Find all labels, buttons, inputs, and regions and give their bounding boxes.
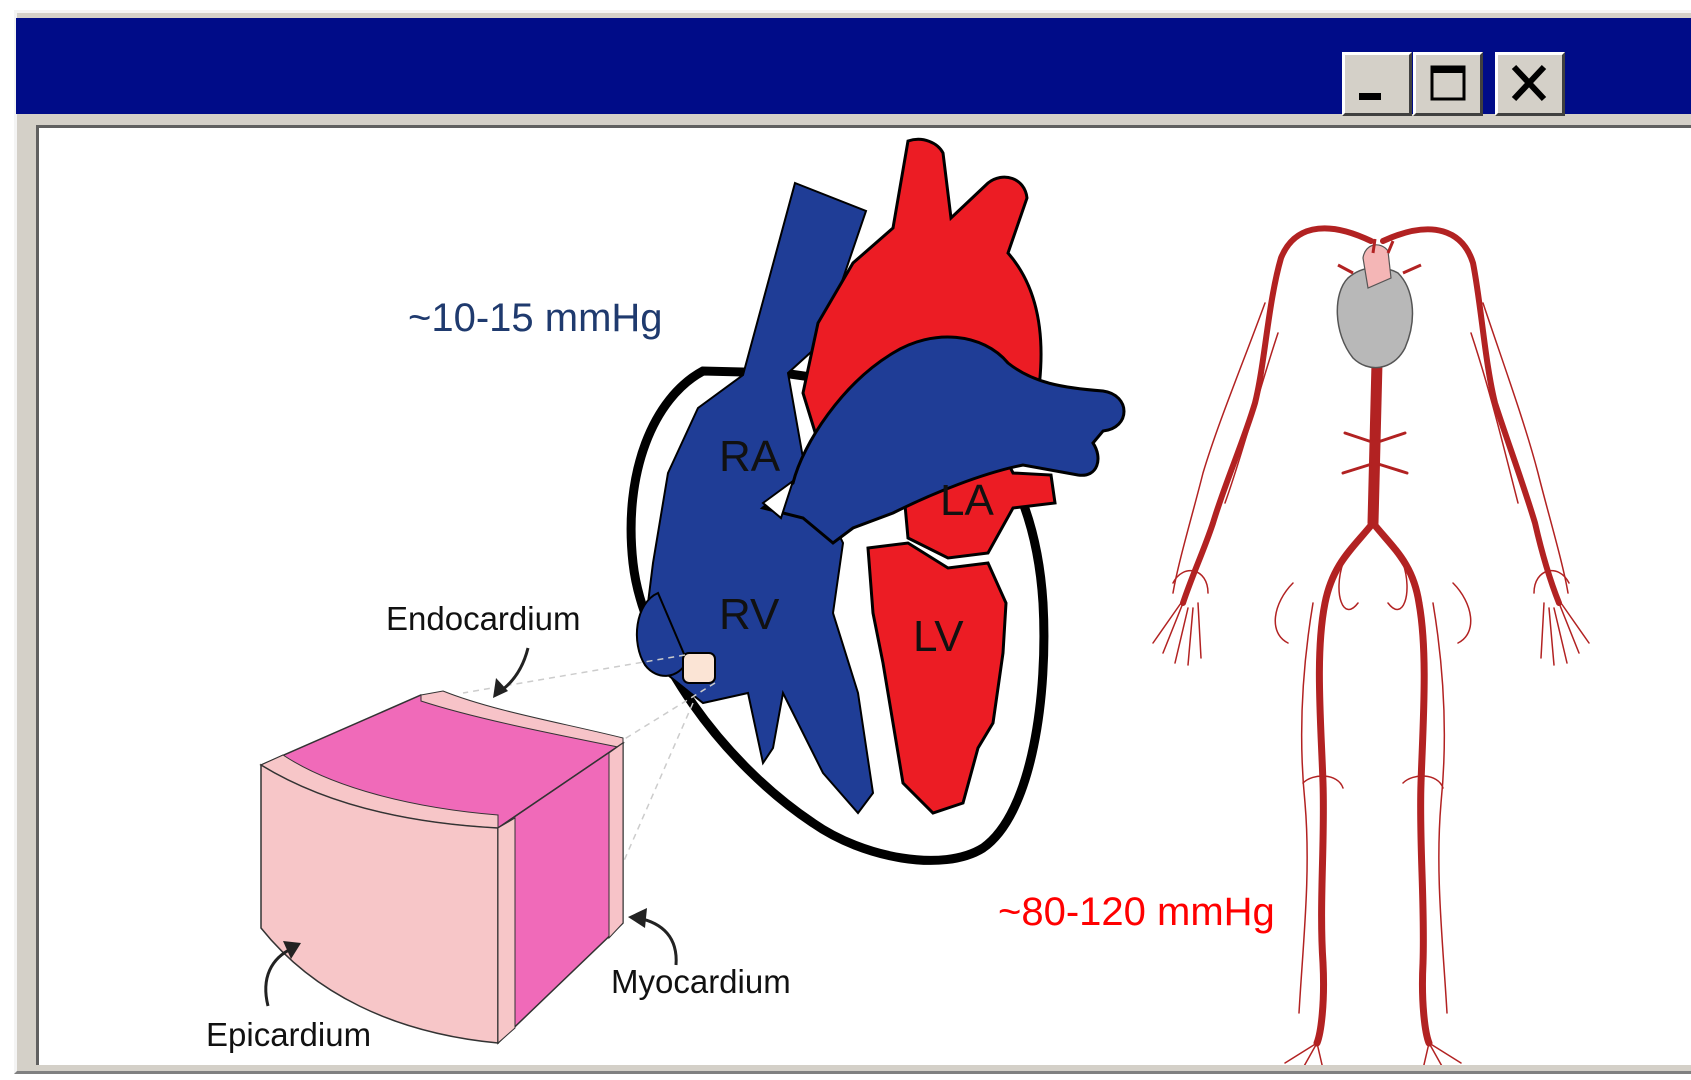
label-la: LA: [940, 476, 994, 525]
vessel-right-hand: [1153, 571, 1208, 665]
vessel-right-leg: [1317, 523, 1373, 1043]
vessel-feet: [1285, 1043, 1461, 1065]
label-lv: LV: [913, 612, 964, 661]
block-side-edge-front: [498, 818, 515, 1043]
minimize-icon: [1345, 55, 1409, 113]
label-ra: RA: [719, 432, 781, 481]
close-button[interactable]: [1495, 52, 1565, 116]
pressure-left-heart: ~80-120 mmHg: [998, 890, 1275, 934]
minimize-button[interactable]: [1342, 52, 1412, 116]
diagram-canvas: RA RV LA LV ~10-15 mmHg ~80-120 mmHg End…: [36, 125, 1691, 1065]
label-epicardium: Epicardium: [206, 1016, 371, 1053]
label-rv: RV: [719, 590, 780, 639]
pressure-right-heart: ~10-15 mmHg: [408, 296, 663, 340]
vessel-legs-fine: [1275, 563, 1470, 1013]
maximize-icon: [1416, 55, 1480, 113]
block-side-edge-back: [609, 743, 623, 938]
label-endocardium: Endocardium: [386, 600, 580, 637]
heart-circulation-diagram: RA RV LA LV ~10-15 mmHg ~80-120 mmHg End…: [39, 128, 1691, 1065]
title-bar[interactable]: [16, 18, 1691, 114]
maximize-button[interactable]: [1413, 52, 1483, 116]
close-icon: [1498, 55, 1562, 113]
vessel-left-arm: [1383, 229, 1559, 603]
body-heart-icon: [1337, 239, 1421, 368]
vessel-left-hand: [1534, 571, 1589, 665]
vessel-left-leg: [1373, 523, 1429, 1043]
label-myocardium: Myocardium: [611, 963, 791, 1000]
arrowhead-myocardium: [628, 908, 647, 928]
heart-illustration: RA RV LA LV: [631, 139, 1124, 860]
tissue-sample-marker: [683, 653, 715, 683]
